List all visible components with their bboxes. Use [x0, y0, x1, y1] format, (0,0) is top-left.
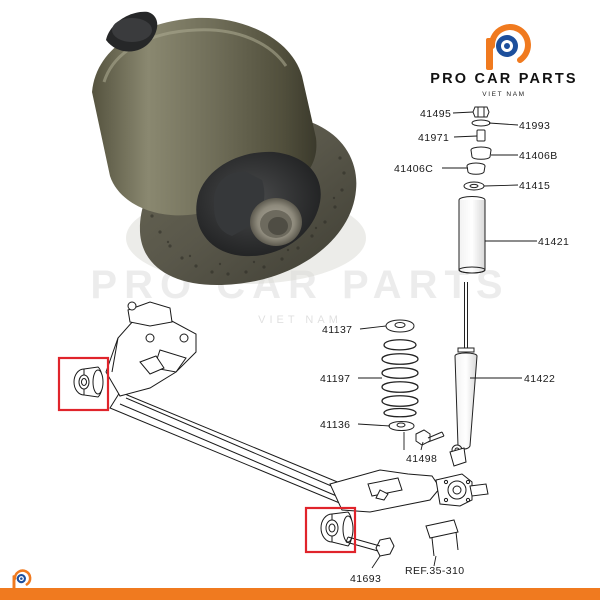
highlight-box-right-bushing: [304, 506, 357, 554]
highlight-box-left-bushing: [57, 356, 110, 412]
label-41993: 41993: [519, 120, 550, 132]
axle-bushing-left: [73, 366, 104, 398]
part-41406c-bushing: [466, 165, 486, 175]
brand-subtitle: VIET NAM: [482, 91, 525, 98]
label-41422: 41422: [524, 373, 555, 385]
label-ref-35-310: REF.35-310: [405, 565, 464, 577]
part-41197-coil-spring: [381, 339, 419, 418]
leader-lines: [357, 111, 537, 569]
label-41406c: 41406C: [394, 163, 433, 175]
footer-logo-icon: [12, 569, 32, 589]
part-41693-bolt: [345, 536, 395, 557]
part-41993-washer: [471, 119, 491, 127]
label-41137: 41137: [322, 324, 352, 336]
shock-body: [454, 352, 478, 450]
part-41421-dust-boot: [458, 200, 486, 274]
watermark-subtitle: VIET NAM: [258, 314, 342, 326]
label-41971: 41971: [418, 132, 449, 144]
bushing-photo: [92, 11, 366, 286]
footer-bar: [0, 588, 600, 600]
ref-35-310-mark: [425, 519, 459, 539]
part-41498-bolt: [415, 429, 445, 446]
part-41495-nut: [472, 106, 490, 118]
label-41136: 41136: [320, 419, 350, 431]
axle-bushing-right: [320, 511, 354, 547]
label-41415: 41415: [519, 180, 550, 192]
part-labels: 41495 41993 41971 41406B 41406C 41415 41…: [320, 108, 569, 585]
label-41693: 41693: [350, 573, 381, 585]
brand-name: PRO CAR PARTS: [430, 71, 578, 87]
label-41197: 41197: [320, 373, 350, 385]
brand-logo-icon: [486, 24, 531, 70]
label-41498: 41498: [406, 453, 437, 465]
label-41495: 41495: [420, 108, 451, 120]
part-41406b-bushing: [470, 149, 492, 160]
label-41421: 41421: [538, 236, 569, 248]
brand-logo: PRO CAR PARTS VIET NAM: [430, 24, 578, 98]
shock-absorber: [451, 282, 478, 456]
coil-spring-assembly: [381, 319, 419, 431]
upper-mount-stack: [458, 106, 492, 274]
label-41406b: 41406B: [519, 150, 558, 162]
rear-axle-beam: [105, 301, 489, 557]
part-41971-collar: [476, 129, 486, 142]
